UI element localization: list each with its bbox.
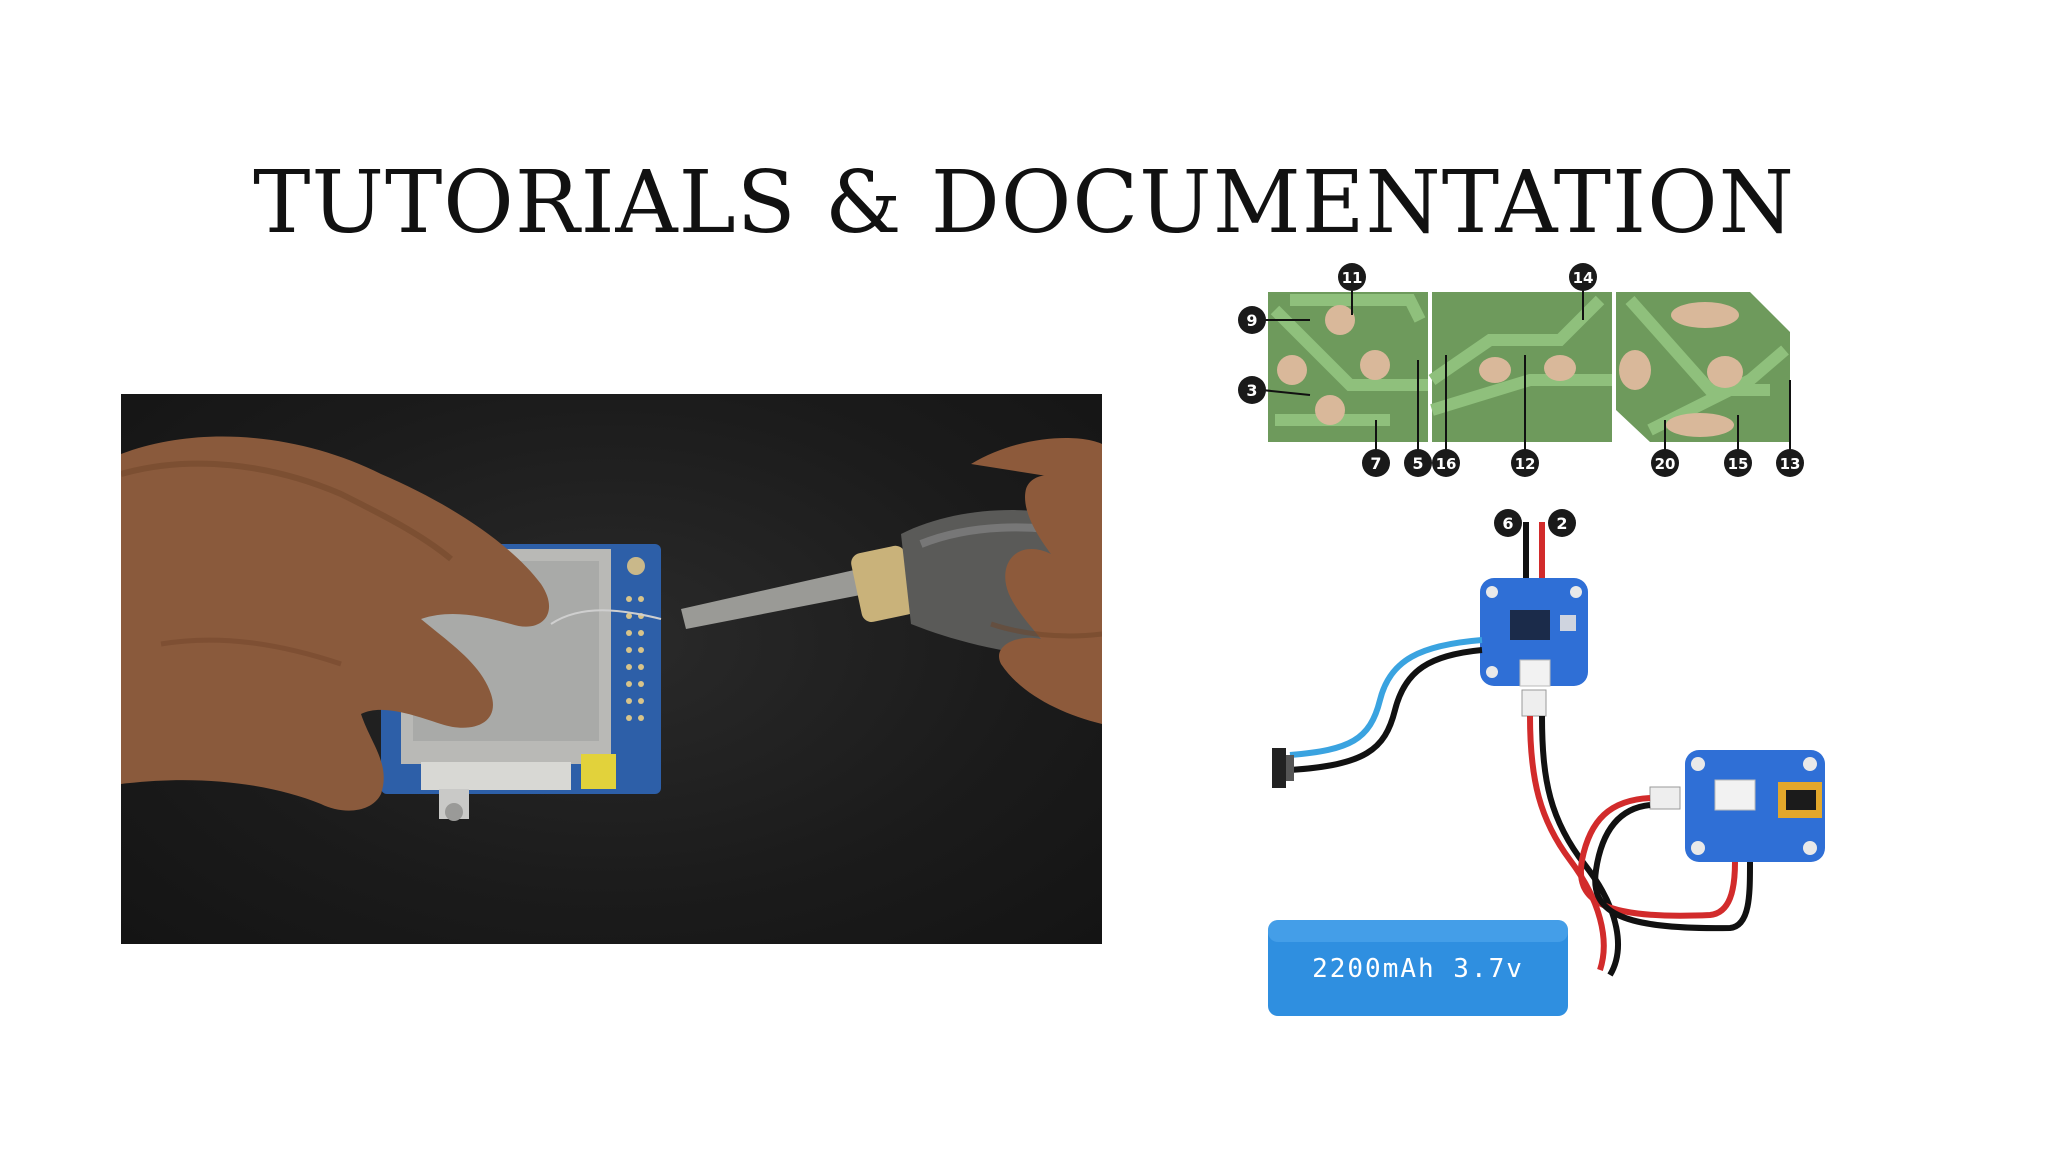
svg-text:12: 12 — [1515, 455, 1536, 473]
badge-2: 2 — [1548, 509, 1576, 537]
svg-text:11: 11 — [1342, 269, 1363, 287]
badge-20: 20 — [1651, 449, 1679, 477]
svg-text:6: 6 — [1502, 514, 1513, 533]
svg-text:2: 2 — [1556, 514, 1567, 533]
badge-3: 3 — [1238, 376, 1266, 404]
badge-16: 16 — [1432, 449, 1460, 477]
svg-text:5: 5 — [1412, 454, 1423, 473]
badge-5: 5 — [1404, 449, 1432, 477]
badge-13: 13 — [1776, 449, 1804, 477]
hands-soldering-photo-icon — [121, 436, 1102, 821]
svg-text:9: 9 — [1246, 311, 1257, 330]
battery-circuit-diagram-icon: 6 2 2200mAh 3.7v — [1268, 509, 1825, 1016]
badge-12: 12 — [1511, 449, 1539, 477]
battery-label: 2200mAh 3.7v — [1312, 954, 1524, 984]
badge-7: 7 — [1362, 449, 1390, 477]
circuit-diagram: 11 14 9 3 7 5 16 12 20 15 13 6 2 — [1238, 263, 1825, 1016]
svg-text:16: 16 — [1436, 455, 1457, 473]
badge-6: 6 — [1494, 509, 1522, 537]
svg-text:13: 13 — [1780, 455, 1801, 473]
svg-text:20: 20 — [1655, 455, 1676, 473]
soldering-photo — [121, 394, 1102, 944]
svg-text:3: 3 — [1246, 381, 1257, 400]
badge-11: 11 — [1338, 263, 1366, 291]
svg-text:15: 15 — [1728, 455, 1749, 473]
svg-text:7: 7 — [1370, 454, 1381, 473]
page-title: TUTORIALS & DOCUMENTATION — [253, 152, 1795, 253]
badge-9: 9 — [1238, 306, 1266, 334]
badge-14: 14 — [1569, 263, 1597, 291]
pcb-paddle-diagram-icon: 11 14 9 3 7 5 16 12 20 15 13 — [1238, 263, 1804, 477]
badge-15: 15 — [1724, 449, 1752, 477]
svg-text:14: 14 — [1573, 269, 1594, 287]
